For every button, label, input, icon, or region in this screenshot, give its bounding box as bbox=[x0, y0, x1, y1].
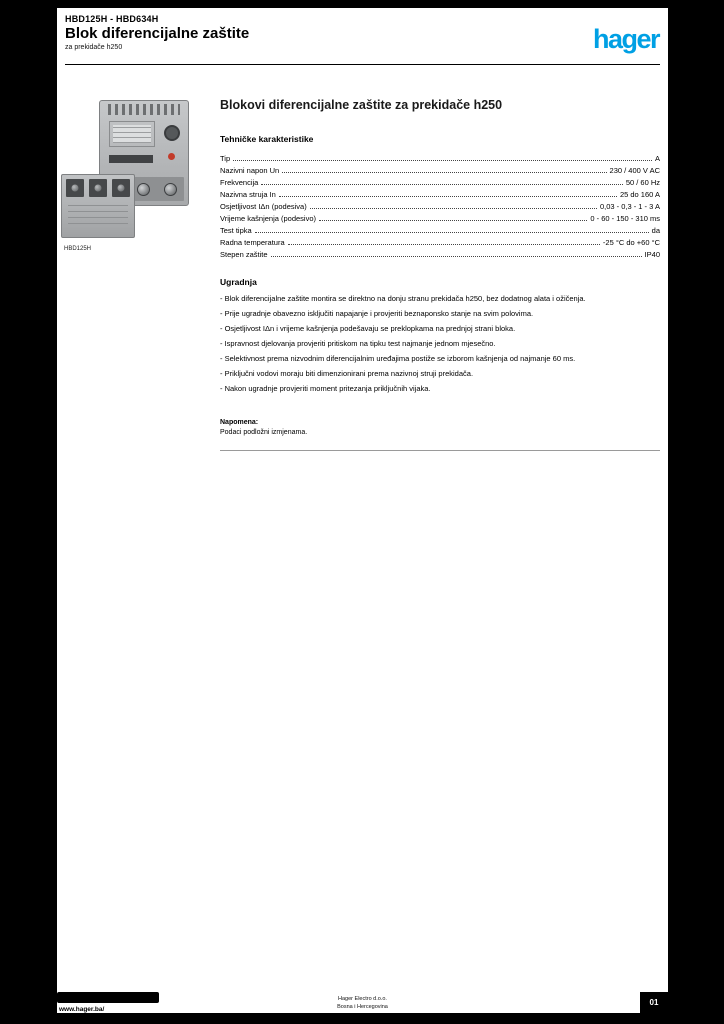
website-link[interactable]: www.hager.ba/ bbox=[59, 1006, 105, 1013]
spec-row: Tip A bbox=[220, 153, 660, 165]
spec-value: -25 °C do +60 °C bbox=[602, 238, 660, 247]
dotted-leader bbox=[261, 184, 623, 185]
spec-value: 230 / 400 V AC bbox=[609, 166, 660, 175]
specs-table: Tip A Nazivni napon Un 230 / 400 V AC Fr… bbox=[220, 153, 660, 261]
note-item: - Nakon ugradnje provjeriti moment prite… bbox=[220, 384, 431, 393]
hager-logo: hager bbox=[592, 24, 661, 54]
product-image-caption: HBD125H bbox=[64, 246, 92, 252]
spec-label: Stepen zaštite bbox=[220, 250, 268, 259]
spec-row: Frekvencija 50 / 60 Hz bbox=[220, 177, 660, 189]
note-item: - Ispravnost djelovanja provjeriti priti… bbox=[220, 339, 496, 348]
spec-value: 50 / 60 Hz bbox=[625, 178, 660, 187]
dotted-leader bbox=[309, 208, 597, 209]
spec-label: Vrijeme kašnjenja (podesivo) bbox=[220, 214, 317, 223]
terminal-slot bbox=[112, 179, 130, 197]
terminal-slot bbox=[89, 179, 107, 197]
spec-row: Vrijeme kašnjenja (podesivo) 0 - 60 - 15… bbox=[220, 213, 660, 225]
footer-address: Bosna i Hercegovina bbox=[337, 1004, 388, 1010]
breaker-vents bbox=[108, 104, 180, 115]
page-subtitle: za prekidače h250 bbox=[65, 44, 123, 51]
breaker-label-plate bbox=[109, 121, 155, 147]
spec-label: Frekvencija bbox=[220, 178, 259, 187]
specs-heading: Tehničke karakteristike bbox=[220, 134, 314, 144]
footer-center: Hager Electro d.o.o. Bosna i Hercegovina bbox=[197, 995, 528, 1011]
product-image bbox=[61, 94, 193, 244]
page-number: 01 bbox=[649, 998, 659, 1007]
spec-value: 0 - 60 - 150 - 310 ms bbox=[590, 214, 660, 223]
terminal-screw bbox=[164, 182, 178, 196]
document-page: HBD125H - HBD634H Blok diferencijalne za… bbox=[57, 8, 668, 1013]
dotted-leader bbox=[287, 244, 600, 245]
endnote-text: Podaci podložni izmjenama. bbox=[220, 429, 308, 436]
dotted-leader bbox=[278, 196, 617, 197]
header-block: HBD125H - HBD634H Blok diferencijalne za… bbox=[65, 14, 249, 51]
content-divider bbox=[220, 450, 660, 451]
spec-label: Osjetljivost IΔn (podesiva) bbox=[220, 202, 307, 211]
spec-value: 25 do 160 A bbox=[619, 190, 660, 199]
rcd-addon-block bbox=[61, 174, 135, 238]
spec-row: Nazivna struja In 25 do 160 A bbox=[220, 189, 660, 201]
dotted-leader bbox=[319, 220, 588, 221]
dotted-leader bbox=[270, 256, 642, 257]
spec-value: IP40 bbox=[644, 250, 660, 259]
page-title: Blok diferencijalne zaštite bbox=[65, 25, 250, 42]
note-item: - Osjetljivost IΔn i vrijeme kašnjenja p… bbox=[220, 324, 516, 333]
spec-row: Osjetljivost IΔn (podesiva) 0,03 - 0,3 -… bbox=[220, 201, 660, 213]
spec-value: 0,03 - 0,3 - 1 - 3 A bbox=[599, 202, 660, 211]
install-heading: Ugradnja bbox=[220, 277, 257, 287]
addon-terminals bbox=[66, 179, 130, 197]
spec-label: Tip bbox=[220, 154, 231, 163]
section-heading: Blokovi diferencijalne zaštite za prekid… bbox=[220, 98, 503, 112]
addon-face bbox=[68, 205, 128, 229]
spec-label: Nazivni napon Un bbox=[220, 166, 280, 175]
document-ref: HBD125H - HBD634H bbox=[65, 14, 159, 24]
spec-value: A bbox=[654, 154, 660, 163]
spec-label: Nazivna struja In bbox=[220, 190, 276, 199]
spec-row: Radna temperatura -25 °C do +60 °C bbox=[220, 237, 660, 249]
terminal-screw bbox=[137, 182, 151, 196]
spec-row: Stepen zaštite IP40 bbox=[220, 249, 660, 261]
endnote: Napomena: Podaci podložni izmjenama. bbox=[220, 418, 660, 438]
spec-label: Radna temperatura bbox=[220, 238, 285, 247]
header-divider bbox=[65, 64, 660, 65]
spec-label: Test tipka bbox=[220, 226, 252, 235]
endnote-label: Napomena: bbox=[220, 419, 259, 426]
dotted-leader bbox=[254, 232, 649, 233]
note-item: - Priključni vodovi moraju biti dimenzio… bbox=[220, 369, 474, 378]
spec-row: Nazivni napon Un 230 / 400 V AC bbox=[220, 165, 660, 177]
sensitivity-dial bbox=[164, 125, 180, 141]
spec-row: Test tipka da bbox=[220, 225, 660, 237]
note-item: - Blok diferencijalne zaštite montira se… bbox=[220, 294, 586, 303]
main-content: Blokovi diferencijalne zaštite za prekid… bbox=[220, 98, 660, 451]
rating-strip bbox=[109, 155, 153, 163]
spec-value: da bbox=[651, 226, 660, 235]
footer-left: www.hager.ba/ bbox=[57, 992, 167, 1013]
footer-company: Hager Electro d.o.o. bbox=[338, 996, 387, 1002]
dotted-leader bbox=[282, 172, 607, 173]
note-item: - Selektivnost prema nizvodnim diferenci… bbox=[220, 354, 576, 363]
page-number-box: 01 bbox=[640, 992, 668, 1013]
test-button bbox=[168, 153, 175, 160]
install-notes: - Blok diferencijalne zaštite montira se… bbox=[220, 293, 660, 394]
note-item: - Prije ugradnje obavezno isključiti nap… bbox=[220, 309, 534, 318]
footer-black-bar bbox=[57, 992, 159, 1003]
terminal-slot bbox=[66, 179, 84, 197]
dotted-leader bbox=[233, 160, 652, 161]
